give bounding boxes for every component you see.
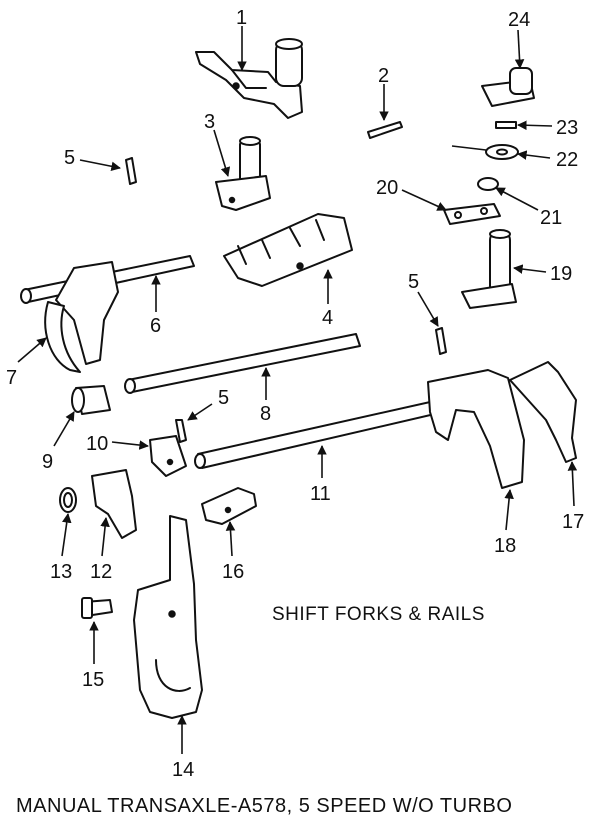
part-20-plate [443,203,501,225]
callout-6: 6 [150,315,161,337]
callout-14: 14 [172,759,194,781]
part-7-fork [44,261,119,373]
leader-22-tail [451,145,487,151]
callout-5a: 5 [64,147,75,169]
leader-16 [225,521,236,557]
callout-5c: 5 [408,271,419,293]
leader-20 [401,189,447,211]
part-3-bracket [215,136,271,211]
part-19-lever [461,229,517,309]
callout-19: 19 [550,263,572,285]
part-22-washer [485,144,519,160]
leader-21 [495,187,539,211]
part-14-fork-lever [133,515,203,719]
leader-24 [514,29,525,69]
part-23-bolt [495,121,517,129]
callout-9: 9 [42,451,53,473]
part-11-rail [194,397,453,469]
part-1-lever-housing [195,38,303,119]
part-2-pin [367,121,403,139]
leader-12 [100,517,110,557]
leader-23 [517,120,553,131]
leader-7 [17,337,47,363]
callout-15: 15 [82,669,104,691]
callout-12: 12 [90,561,112,583]
callout-5b: 5 [218,387,229,409]
callout-17: 17 [562,511,584,533]
callout-24: 24 [508,9,530,31]
callout-3: 3 [204,111,215,133]
callout-2: 2 [378,65,389,87]
leader-lines [17,26,578,754]
callout-7: 7 [6,367,17,389]
callouts: 1 2 3 4 5 5 5 6 7 8 9 10 11 12 13 14 15 … [6,7,584,781]
section-title: SHIFT FORKS & RAILS [272,604,485,625]
callout-4: 4 [322,307,333,329]
leader-22 [517,150,551,160]
leader-19 [513,264,547,274]
callout-11: 11 [310,483,331,505]
leader-5c [417,291,439,327]
callout-10: 10 [86,433,108,455]
callout-20: 20 [376,177,398,199]
part-21-bushing [477,177,499,191]
leader-3 [213,129,231,177]
callout-21: 21 [540,207,562,229]
part-24-lever-top [481,67,535,107]
part-18-shift-fork [427,369,525,489]
callout-23: 23 [556,117,578,139]
leader-18 [504,489,514,531]
part-13-snap-ring [59,487,77,513]
part-15-bolt [81,597,113,619]
part-5-pin-a [125,157,137,185]
part-8-rail [124,333,361,394]
part-16-lug [201,487,257,525]
callout-16: 16 [222,561,244,583]
leader-5b [187,403,213,421]
leader-10 [111,440,149,450]
part-5-pin-c [435,327,447,355]
leader-13 [61,513,72,557]
leader-9 [53,411,75,447]
callout-22: 22 [556,149,578,171]
part-10-selector [149,435,187,477]
callout-1: 1 [236,7,247,29]
leader-5a [79,159,121,172]
part-4-shift-block [223,213,353,287]
part-5-pin-b [175,419,187,443]
part-17-fork [509,361,577,463]
callout-13: 13 [50,561,72,583]
callout-18: 18 [494,535,516,557]
part-9-interlock [71,385,111,415]
leader-17 [567,461,578,507]
diagram-caption: MANUAL TRANSAXLE-A578, 5 SPEED W/O TURBO [16,795,512,817]
callout-8: 8 [260,403,271,425]
part-12-selector-head [91,469,137,539]
